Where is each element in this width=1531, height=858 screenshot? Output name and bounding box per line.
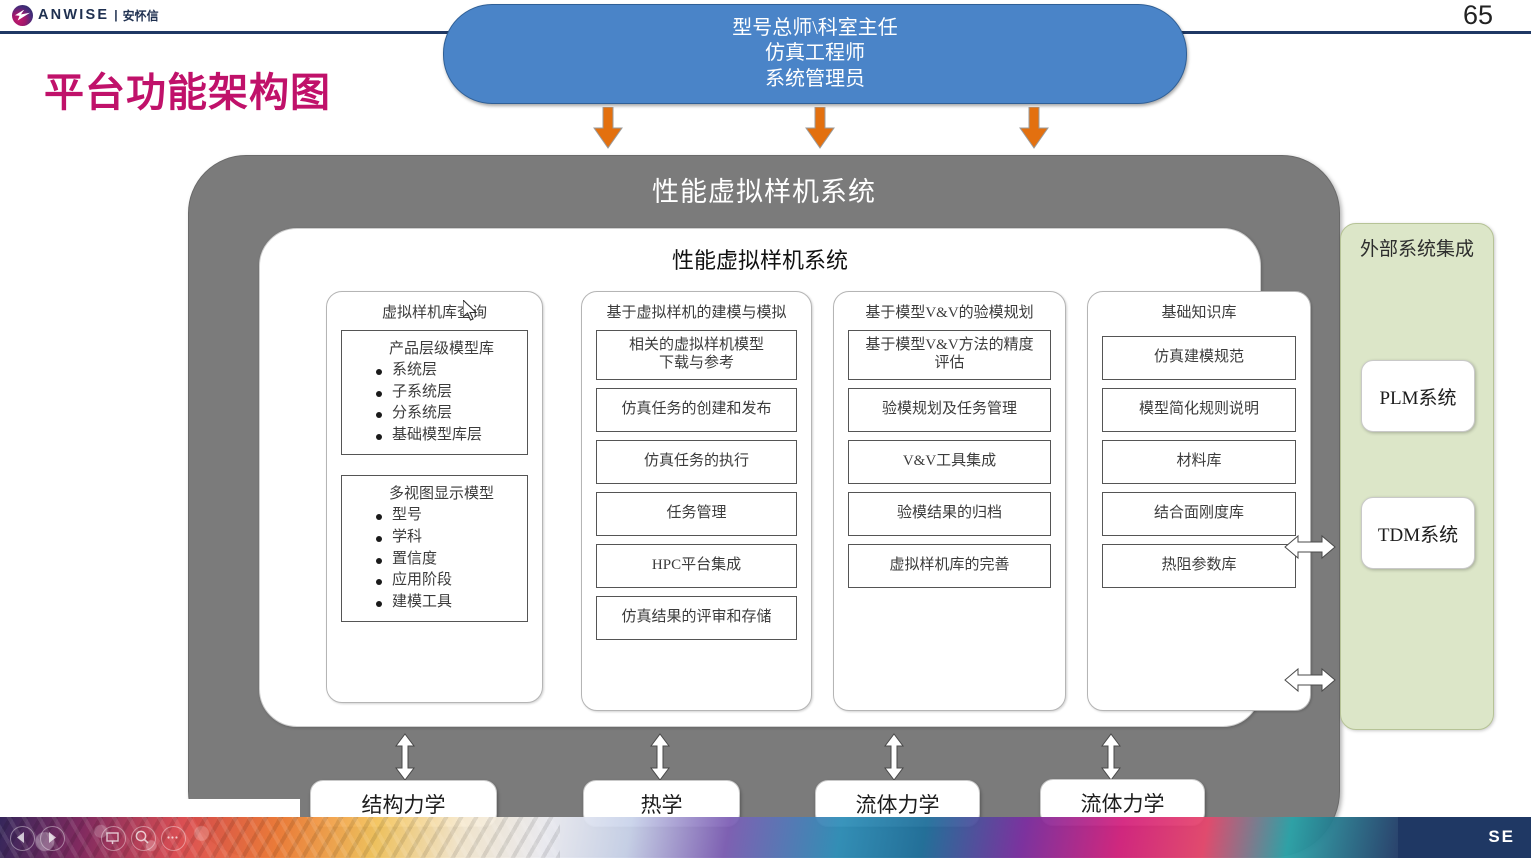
logo-chinese-name: 安怀信 xyxy=(122,8,159,23)
logo-wordmark: ANWISE xyxy=(38,6,110,23)
updown-arrow-icon xyxy=(1100,733,1122,781)
down-arrow-icon xyxy=(805,107,835,149)
external-system-plm[interactable]: PLM系统 xyxy=(1361,360,1475,432)
mouse-cursor-icon xyxy=(462,298,479,324)
module-cell[interactable]: V&V工具集成 xyxy=(848,440,1051,484)
bottom-gradient xyxy=(0,817,1398,858)
down-arrow-icon xyxy=(1019,107,1049,149)
external-system-tdm[interactable]: TDM系统 xyxy=(1361,497,1475,569)
column-title: 基于模型V&V的验模规划 xyxy=(865,305,1034,321)
present-icon[interactable] xyxy=(101,826,126,851)
page-title: 平台功能架构图 xyxy=(44,71,331,115)
brand-fragment: SE xyxy=(1488,827,1515,846)
leftright-arrow-icon xyxy=(1284,534,1336,560)
subpanel-multiview-model: 多视图显示模型 型号 学科 置信度 应用阶段 建模工具 xyxy=(341,475,528,623)
down-arrow-icon xyxy=(593,107,623,149)
list-item: 基础模型库层 xyxy=(376,425,527,447)
list-item: 学科 xyxy=(376,527,527,549)
system-container-title: 性能虚拟样机系统 xyxy=(652,177,876,207)
zoom-icon[interactable] xyxy=(131,826,156,851)
module-cell[interactable]: 虚拟样机库的完善 xyxy=(848,544,1051,588)
bottom-white-strip xyxy=(0,799,300,817)
next-icon[interactable] xyxy=(40,826,65,851)
page-number: 65 xyxy=(1462,0,1493,30)
module-cell[interactable]: HPC平台集成 xyxy=(596,544,797,588)
updown-arrow-icon xyxy=(649,733,671,781)
external-systems-title: 外部系统集成 xyxy=(1359,239,1474,260)
module-column-knowledge-base[interactable]: 基础知识库 仿真建模规范 模型简化规则说明 材料库 结合面刚度库 热阻参数库 xyxy=(1087,291,1311,711)
list-item: 系统层 xyxy=(376,360,527,382)
list-item: 应用阶段 xyxy=(376,570,527,592)
anwise-logo: ANWISE | 安怀信 xyxy=(12,3,159,27)
module-cell[interactable]: 仿真建模规范 xyxy=(1102,336,1296,380)
bottom-navy-block xyxy=(1398,817,1531,858)
menu-icon[interactable] xyxy=(161,826,186,851)
subpanel-title: 多视图显示模型 xyxy=(388,486,494,503)
list-item: 置信度 xyxy=(376,549,527,571)
updown-arrow-icon xyxy=(883,733,905,781)
system-container: 性能虚拟样机系统 性能虚拟样机系统 虚拟样机库查询 产品层级模型库 系统层 子系… xyxy=(188,155,1340,857)
leftright-arrow-icon xyxy=(1284,667,1336,693)
subpanel-product-hierarchy: 产品层级模型库 系统层 子系统层 分系统层 基础模型库层 xyxy=(341,330,528,456)
column-title: 基于虚拟样机的建模与模拟 xyxy=(606,305,787,321)
module-column-modeling-simulation[interactable]: 基于虚拟样机的建模与模拟 相关的虚拟样机模型下载与参考 仿真任务的创建和发布 仿… xyxy=(581,291,812,711)
roles-callout: 型号总师\科室主任 仿真工程师 系统管理员 xyxy=(443,4,1187,104)
bottom-bar: SE xyxy=(0,817,1531,858)
anwise-logo-mark-icon xyxy=(12,4,33,26)
list-item: 型号 xyxy=(376,505,527,527)
module-cell[interactable]: 基于模型V&V方法的精度评估 xyxy=(848,330,1051,380)
module-cell[interactable]: 仿真任务的创建和发布 xyxy=(596,388,797,432)
module-cell[interactable]: 材料库 xyxy=(1102,440,1296,484)
prev-icon[interactable] xyxy=(10,826,35,851)
platform-panel: 性能虚拟样机系统 虚拟样机库查询 产品层级模型库 系统层 子系统层 分系统层 基… xyxy=(259,228,1311,727)
role-line-2: 仿真工程师 xyxy=(765,42,865,65)
role-line-3: 系统管理员 xyxy=(765,67,865,90)
logo-divider: | xyxy=(114,8,118,22)
updown-arrow-icon xyxy=(394,733,416,781)
module-cell[interactable]: 验模结果的归档 xyxy=(848,492,1051,536)
subpanel-title: 产品层级模型库 xyxy=(388,341,494,357)
module-cell[interactable]: 仿真任务的执行 xyxy=(596,440,797,484)
bottom-pattern xyxy=(0,817,560,858)
module-cell[interactable]: 仿真结果的评审和存储 xyxy=(596,596,797,640)
platform-panel-title: 性能虚拟样机系统 xyxy=(671,248,848,273)
external-systems-panel: 外部系统集成 PLM系统 TDM系统 xyxy=(1340,223,1494,730)
list-item: 分系统层 xyxy=(376,403,527,425)
module-cell[interactable]: 模型简化规则说明 xyxy=(1102,388,1296,432)
module-cell[interactable]: 热阻参数库 xyxy=(1102,544,1296,588)
module-column-vp-query[interactable]: 虚拟样机库查询 产品层级模型库 系统层 子系统层 分系统层 基础模型库层 多视图… xyxy=(326,291,543,703)
column-title: 虚拟样机库查询 xyxy=(381,305,487,321)
list-item: 子系统层 xyxy=(376,382,527,404)
column-title: 基础知识库 xyxy=(1161,305,1237,321)
module-cell[interactable]: 验模规划及任务管理 xyxy=(848,388,1051,432)
list-item: 建模工具 xyxy=(376,592,527,614)
role-line-1: 型号总师\科室主任 xyxy=(732,16,898,39)
module-column-vv-planning[interactable]: 基于模型V&V的验模规划 基于模型V&V方法的精度评估 验模规划及任务管理 V&… xyxy=(833,291,1066,711)
module-cell[interactable]: 任务管理 xyxy=(596,492,797,536)
module-cell[interactable]: 相关的虚拟样机模型下载与参考 xyxy=(596,330,797,380)
module-cell[interactable]: 结合面刚度库 xyxy=(1102,492,1296,536)
